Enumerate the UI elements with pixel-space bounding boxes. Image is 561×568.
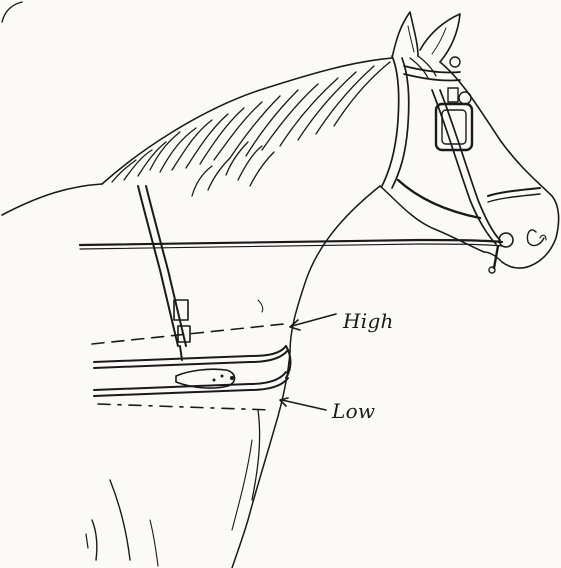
chin [484, 252, 502, 262]
high-dashed-line [92, 324, 284, 344]
breast-collar [94, 346, 291, 396]
ear-front [420, 14, 460, 62]
high-label: High [343, 309, 394, 333]
nostril [527, 230, 544, 246]
low-arrow [282, 400, 326, 410]
low-dashed-line [98, 404, 272, 410]
low-label: Low [332, 399, 375, 423]
corner-mark [2, 2, 22, 22]
back-line [2, 184, 102, 215]
mane [112, 62, 390, 196]
